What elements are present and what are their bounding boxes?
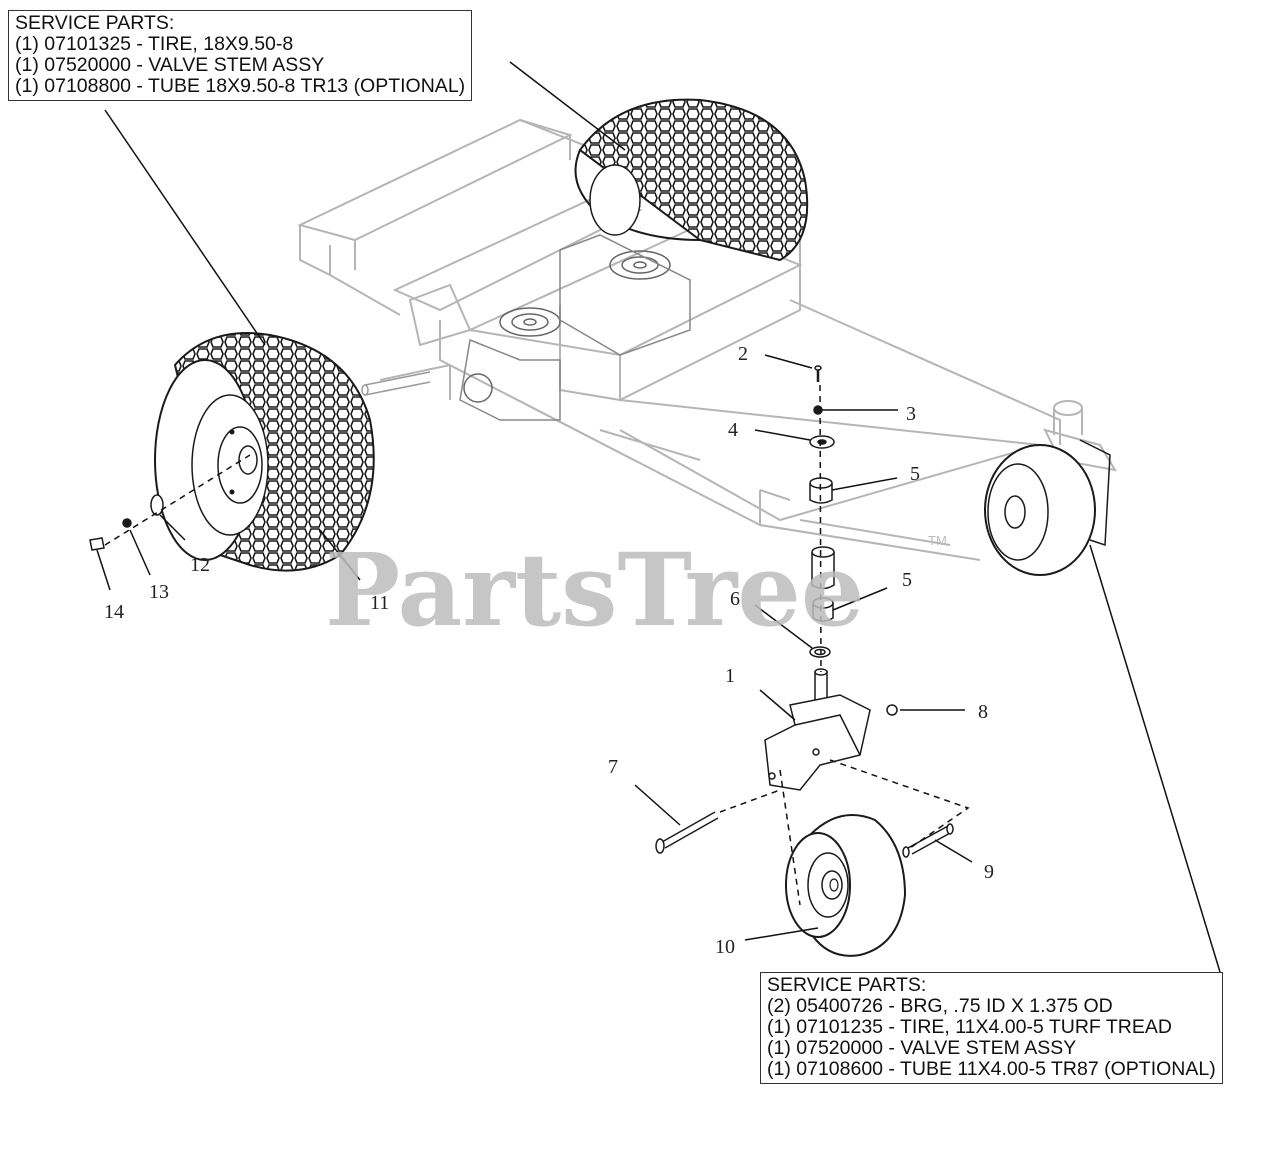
callout-1: 1: [725, 665, 735, 687]
hardware-parts: [89, 365, 954, 858]
callout-12: 12: [190, 554, 210, 576]
service-part-line: (1) 07520000 - VALVE STEM ASSY: [15, 54, 325, 76]
callout-2: 2: [738, 343, 748, 365]
caster-wheel-service-parts-box: SERVICE PARTS: (2) 05400726 - BRG, .75 I…: [760, 972, 1223, 1084]
callout-5-lower: 5: [902, 569, 912, 591]
rear-tire-far: [574, 98, 809, 262]
partstree-watermark: PartsTree TM: [325, 531, 947, 649]
service-part-line: (2) 05400726 - BRG, .75 ID X 1.375 OD: [767, 995, 1113, 1017]
leader-lines: [96, 61, 1221, 973]
callout-13: 13: [149, 581, 169, 603]
callout-5-upper: 5: [910, 463, 920, 485]
watermark-trademark: TM: [928, 533, 947, 548]
service-part-line: (1) 07520000 - VALVE STEM ASSY: [767, 1037, 1077, 1059]
callout-7: 7: [608, 756, 618, 778]
rear-tire-near: [154, 332, 375, 572]
callout-numbers: 1 2 3 4 5 5 6 7 8 9 10 11 12 13 14: [104, 343, 994, 958]
caster-wheel: [785, 814, 907, 957]
callout-3: 3: [906, 403, 916, 425]
frame-caster-wheel: [984, 439, 1111, 576]
transmission-pulleys: [459, 234, 691, 421]
service-part-line: (1) 07108600 - TUBE 11X4.00-5 TR87 (OPTI…: [767, 1058, 1216, 1080]
callout-11: 11: [370, 592, 389, 614]
callout-14: 14: [104, 601, 124, 623]
service-parts-heading: SERVICE PARTS:: [15, 12, 175, 34]
service-part-line: (1) 07101325 - TIRE, 18X9.50-8: [15, 33, 294, 55]
rear-wheel-service-parts-box: SERVICE PARTS: (1) 07101325 - TIRE, 18X9…: [8, 10, 473, 101]
callout-9: 9: [984, 861, 994, 883]
callout-4: 4: [728, 419, 738, 441]
service-part-line: (1) 07101235 - TIRE, 11X4.00-5 TURF TREA…: [767, 1016, 1172, 1038]
service-part-line: (1) 07108800 - TUBE 18X9.50-8 TR13 (OPTI…: [15, 75, 466, 97]
service-parts-heading: SERVICE PARTS:: [767, 974, 927, 996]
caster-fork: [764, 668, 871, 791]
callout-10: 10: [715, 936, 735, 958]
rear-axle: [361, 371, 431, 396]
watermark-text: PartsTree: [325, 531, 865, 649]
callout-8: 8: [978, 701, 988, 723]
assembly-dash-lines: [104, 384, 970, 906]
callout-6: 6: [730, 588, 740, 610]
